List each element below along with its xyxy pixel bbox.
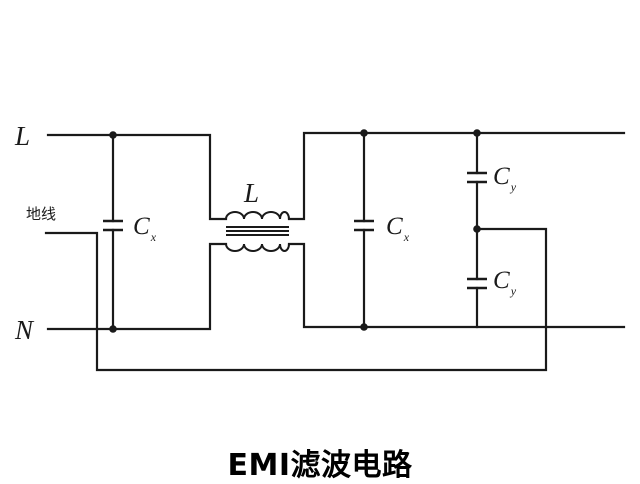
- cy-lower-label: Cy: [493, 267, 517, 298]
- common-mode-choke: [225, 211, 290, 252]
- capacitor-cx-left: [103, 133, 123, 331]
- line-conductor: [46, 131, 626, 221]
- diagram-caption: EMI滤波电路: [227, 448, 413, 483]
- junction-dot: [109, 325, 117, 333]
- junction-dot: [473, 225, 481, 233]
- cy-lower-label-sub: y: [510, 284, 517, 298]
- cy-upper-label-main: C: [493, 163, 510, 190]
- junction-dot: [360, 323, 368, 331]
- cx-right-label: Cx: [386, 213, 410, 244]
- cx-right-label-sub: x: [403, 230, 410, 244]
- ground-conductor: [44, 227, 548, 372]
- cy-upper-label-sub: y: [510, 180, 517, 194]
- inductor-label: L: [243, 178, 259, 208]
- junction-dot: [360, 129, 368, 137]
- neutral-conductor: [46, 242, 626, 331]
- cy-lower-label-main: C: [493, 267, 510, 294]
- cx-left-label: Cx: [133, 213, 157, 244]
- cx-left-label-sub: x: [150, 230, 157, 244]
- junction-dot: [109, 131, 117, 139]
- line-label: L: [14, 121, 30, 151]
- junction-dot: [473, 129, 481, 137]
- cx-right-label-main: C: [386, 213, 403, 240]
- cx-left-label-main: C: [133, 213, 150, 240]
- cy-upper-label: Cy: [493, 163, 517, 194]
- capacitor-cy-upper: [467, 131, 487, 231]
- capacitor-cy-lower: [467, 227, 487, 329]
- capacitor-cx-right: [354, 131, 374, 329]
- ground-label: 地线: [26, 205, 56, 223]
- junction-dots: [109, 129, 481, 333]
- neutral-label: N: [14, 315, 35, 345]
